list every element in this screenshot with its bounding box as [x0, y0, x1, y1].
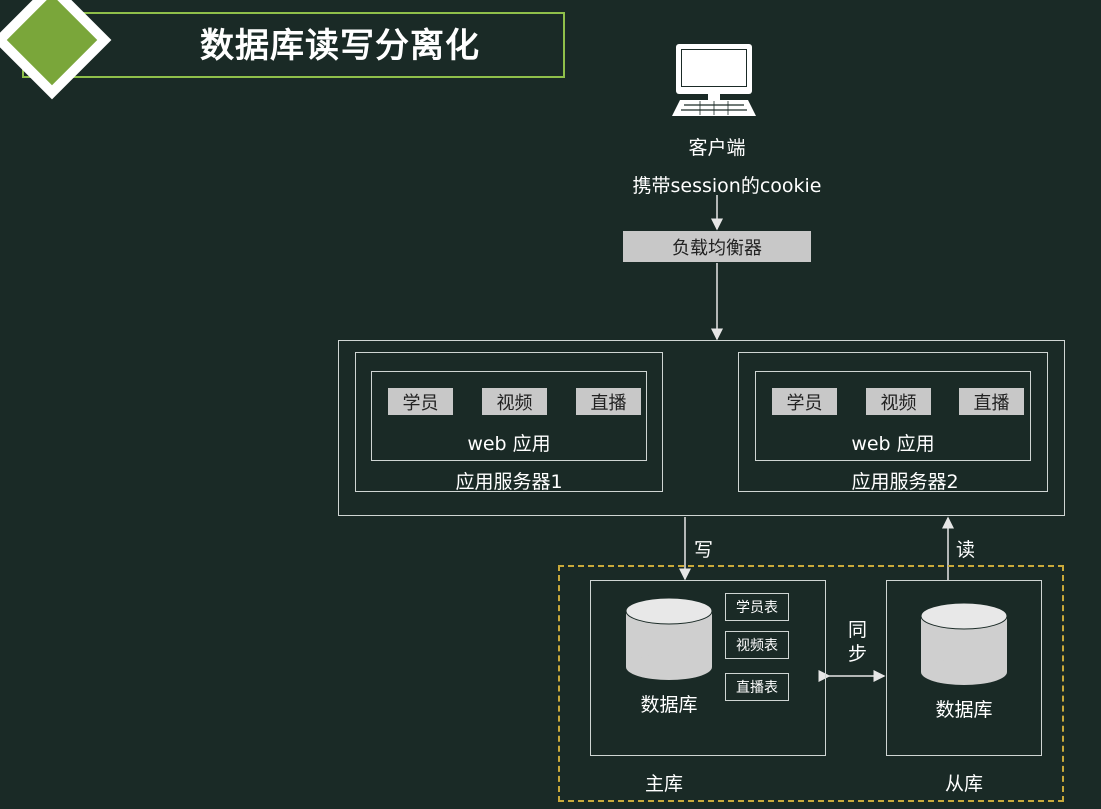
- slave-db-label: 数据库: [935, 699, 993, 721]
- page-title: 数据库读写分离化: [200, 26, 480, 66]
- slave-name: 从库: [944, 773, 984, 795]
- sync-label: 同步: [848, 619, 868, 665]
- database-cluster: [558, 565, 1064, 802]
- read-label: 读: [956, 539, 976, 561]
- app-server-1: [355, 352, 663, 492]
- computer-icon: [672, 44, 756, 116]
- app-server-2: [738, 352, 1048, 492]
- server-name: 应用服务器1: [455, 471, 563, 493]
- web-app-label: web 应用: [851, 433, 935, 455]
- web-app-1: [371, 371, 647, 461]
- module-tag: 直播: [959, 388, 1024, 415]
- table-item: 学员表: [725, 593, 789, 621]
- write-label: 写: [694, 539, 714, 561]
- module-tag: 视频: [866, 388, 931, 415]
- module-tag: 学员: [772, 388, 837, 415]
- web-app-label: web 应用: [467, 433, 551, 455]
- client-label: 客户端: [688, 137, 746, 159]
- master-db-box: [590, 580, 826, 756]
- client-note: 携带session的cookie: [632, 175, 822, 197]
- module-tag: 直播: [576, 388, 641, 415]
- table-item: 视频表: [725, 631, 789, 659]
- database-icon-master: [625, 597, 713, 680]
- master-db-label: 数据库: [640, 694, 698, 716]
- database-icon-slave: [920, 602, 1008, 685]
- server-cluster: [338, 340, 1065, 516]
- load-balancer: 负载均衡器: [623, 231, 811, 262]
- table-item: 直播表: [725, 673, 789, 701]
- module-tag: 学员: [388, 388, 453, 415]
- web-app-2: [755, 371, 1031, 461]
- slave-db-box: [886, 580, 1042, 756]
- server-name: 应用服务器2: [851, 471, 959, 493]
- module-tag: 视频: [482, 388, 547, 415]
- master-name: 主库: [644, 773, 684, 795]
